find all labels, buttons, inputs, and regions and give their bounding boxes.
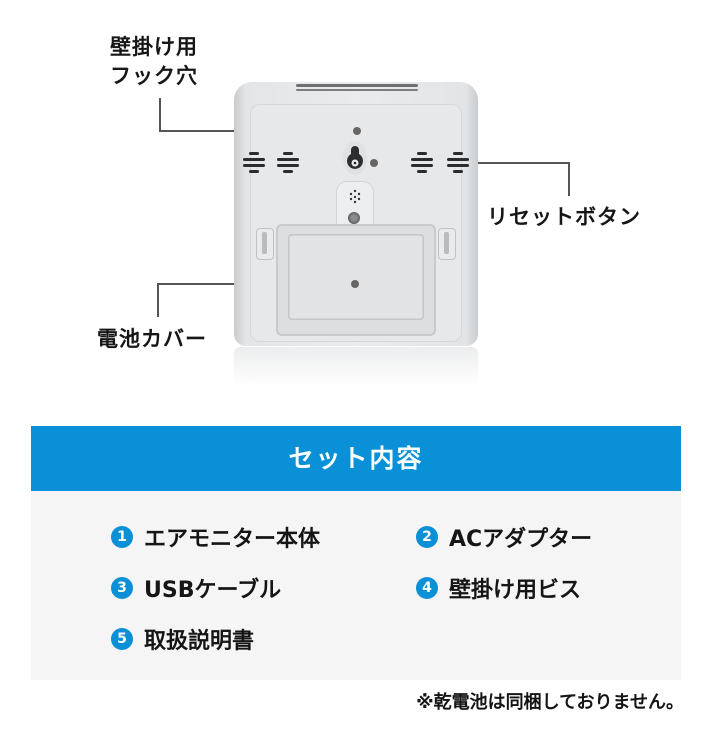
device-body [234, 82, 478, 346]
vent-icon [410, 152, 434, 180]
battery-not-included-note: ※乾電池は同梱しておりません。 [416, 692, 684, 713]
battery-cover-label: 電池カバー [97, 327, 207, 351]
set-contents-header: セット内容 [31, 426, 681, 491]
top-slot-lower [296, 89, 418, 91]
set-item: 3 USBケーブル [111, 572, 281, 604]
vent-icon [242, 152, 266, 180]
speaker-holes-icon [349, 189, 361, 204]
battery-cover-inner [288, 234, 424, 320]
set-item-label: 取扱説明書 [144, 629, 255, 654]
number-badge-icon: 2 [416, 526, 438, 548]
set-item: 5 取扱説明書 [111, 623, 254, 655]
reset-screw-icon [348, 212, 360, 224]
set-item-label: ACアダプター [449, 527, 593, 552]
battery-pointer-dot [351, 280, 359, 288]
hook-hole-label: 壁掛け用 フック穴 [110, 33, 198, 91]
reset-pointer-dot [370, 159, 378, 167]
set-contents-panel [31, 491, 681, 680]
top-slot [296, 84, 418, 87]
hook-hole-pointer-dot [353, 127, 361, 135]
number-badge-icon: 3 [111, 577, 133, 599]
set-item: 2 ACアダプター [416, 521, 592, 553]
stand-hinge-left [256, 228, 274, 260]
number-badge-icon: 1 [111, 526, 133, 548]
device-reflection [234, 347, 478, 387]
vent-icon [276, 152, 300, 180]
vent-icon [446, 152, 470, 180]
set-item-label: エアモニター本体 [144, 527, 321, 552]
hook-hole-label-line2: フック穴 [110, 64, 198, 88]
hook-hole-leader-vertical [159, 98, 161, 131]
battery-leader-vertical [157, 284, 159, 317]
hook-hole-label-line1: 壁掛け用 [110, 35, 198, 59]
number-badge-icon: 5 [111, 628, 133, 650]
air-monitor-back-illustration [234, 78, 478, 346]
set-item-label: 壁掛け用ビス [449, 578, 582, 603]
set-item-label: USBケーブル [144, 578, 282, 603]
keyhole-icon [343, 141, 367, 175]
set-item: 4 壁掛け用ビス [416, 572, 581, 604]
reset-button-label: リセットボタン [487, 205, 641, 229]
set-item: 1 エアモニター本体 [111, 521, 320, 553]
stand-hinge-right [438, 228, 456, 260]
number-badge-icon: 4 [416, 577, 438, 599]
reset-leader-vertical [568, 162, 570, 196]
